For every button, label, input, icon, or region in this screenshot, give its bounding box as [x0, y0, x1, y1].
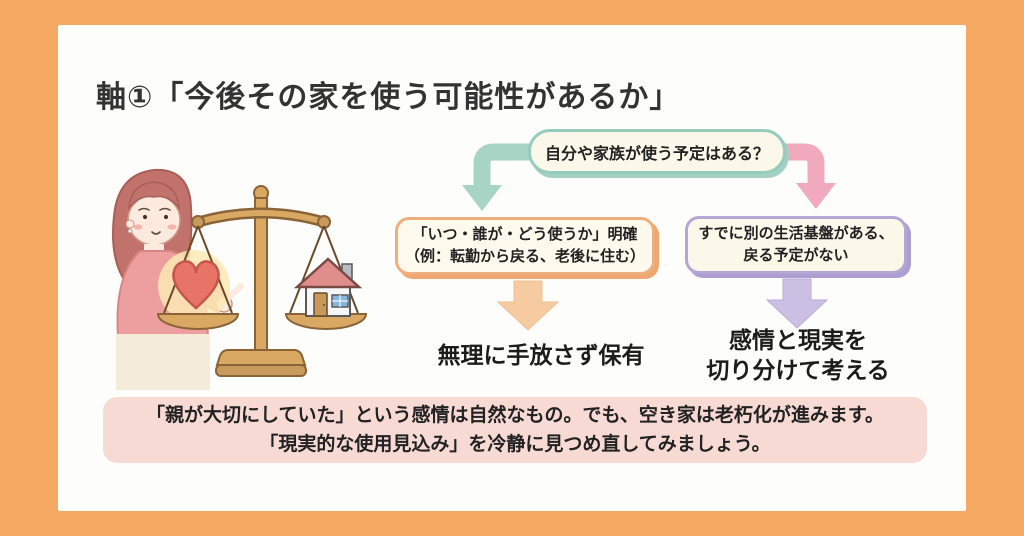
- balance-scale-icon: [156, 185, 368, 377]
- left-condition-line2: （例：転勤から戻る、老後に住む）: [404, 248, 645, 265]
- question-text: 自分や家族が使う予定はある？: [544, 145, 769, 163]
- earring: [127, 228, 133, 234]
- roof: [293, 257, 363, 289]
- house-icon: [293, 257, 363, 317]
- right-pan: [284, 313, 368, 330]
- right-condition-box: すでに別の生活基盤がある、 戻る予定がない: [685, 216, 907, 274]
- right-outcome-line1: 感情と現実を: [729, 327, 867, 353]
- skirt: [116, 334, 210, 390]
- note-line2: 「現実的な使用見込み」を冷静に見つめ直してみましょう。: [259, 434, 771, 455]
- left-outcome-text: 無理に手放さず保有: [437, 342, 645, 368]
- face: [127, 194, 181, 246]
- left-condition-line1: 「いつ・誰が・どう使うか」明確: [412, 225, 638, 243]
- left-pan: [156, 313, 240, 330]
- note-line1: 「親が大切にしていた」という感情は自然なもの。でも、空き家は老朽化が進みます。: [146, 404, 884, 426]
- pointing-finger: [223, 283, 244, 303]
- right-outcome-line2: 切り分けて考える: [706, 356, 890, 383]
- left-condition-box: 「いつ・誰が・どう使うか」明確 （例：転勤から戻る、老後に住む）: [395, 217, 655, 275]
- right-condition-line2: 戻る予定がない: [743, 247, 849, 264]
- door: [313, 292, 328, 317]
- question-box: 自分や家族が使う予定はある？: [528, 129, 786, 174]
- page-title: 軸①「今後その家を使う可能性があるか」: [96, 81, 681, 115]
- woman-balance-illustration: [112, 168, 368, 390]
- right-condition-line1: すでに別の生活基盤がある、: [698, 224, 894, 242]
- heart-icon: [172, 260, 220, 310]
- advice-note-box: 「親が大切にしていた」という感情は自然なもの。でも、空き家は老朽化が進みます。 …: [103, 397, 927, 463]
- right-outcome-text: 感情と現実を 切り分けて考える: [688, 326, 908, 386]
